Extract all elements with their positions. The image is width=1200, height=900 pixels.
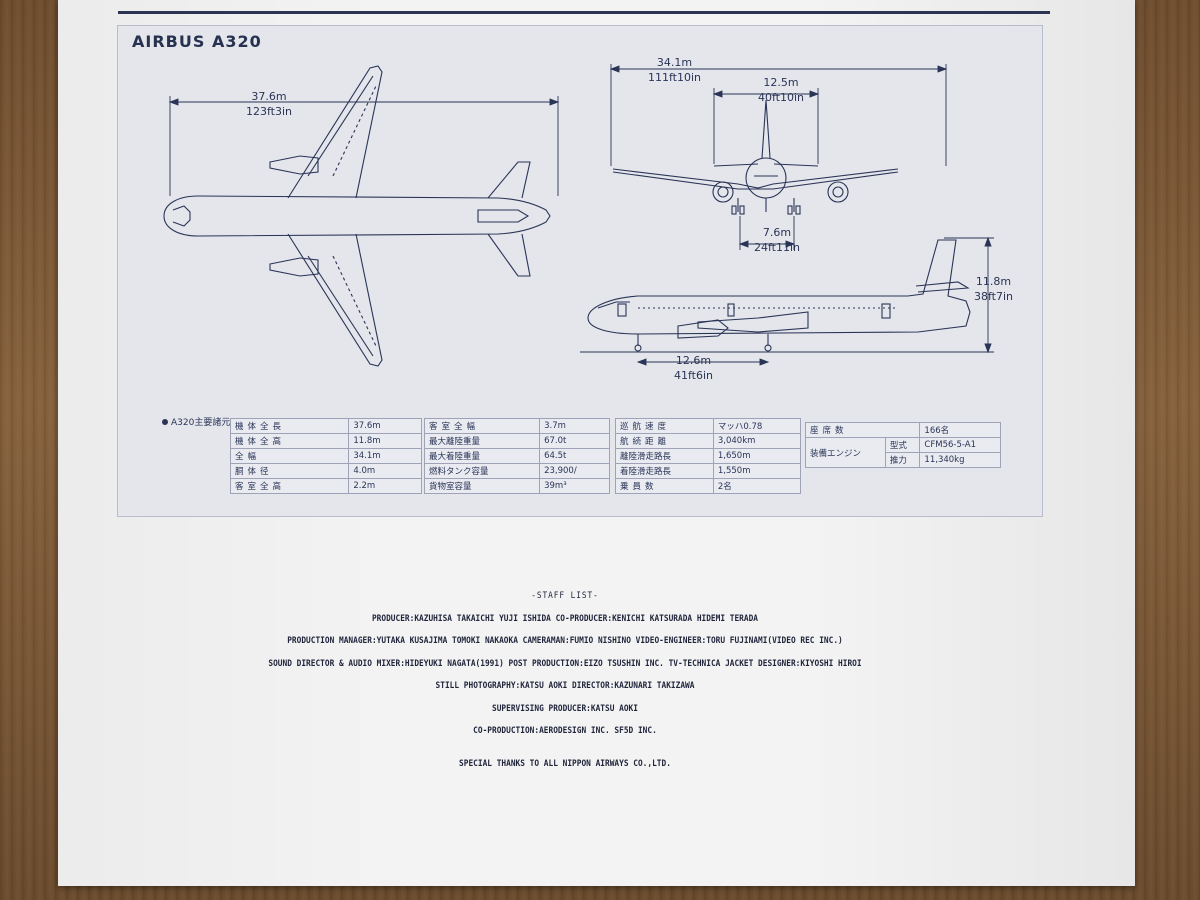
table-row: 座席数 166名 <box>804 422 1001 438</box>
table-row: 推力 11,340kg <box>806 452 1001 468</box>
wheelbase-label: 12.6m 41ft6in <box>674 354 714 382</box>
side-view <box>587 239 971 352</box>
height-label: 11.8m 38ft7in <box>974 275 1014 303</box>
plan-view <box>163 65 551 367</box>
staff-line: SOUND DIRECTOR & AUDIO MIXER:HIDEYUKI NA… <box>268 658 862 669</box>
track-label: 7.6m 24ft11in <box>754 226 801 254</box>
staff-list: -STAFF LIST- PRODUCER:KAZUHISA TAKAICHI … <box>183 585 947 775</box>
panel-title: AIRBUS A320 <box>132 32 262 51</box>
spec-heading: A320主要諸元 <box>162 415 230 428</box>
staff-line: PRODUCTION MANAGER:YUTAKA KUSAJIMA TOMOK… <box>287 636 843 646</box>
aircraft-panel: AIRBUS A320 <box>117 25 1043 517</box>
table-row: 巡航速度マッハ0.78 <box>615 418 802 434</box>
bullet-icon <box>162 419 168 425</box>
top-rule <box>118 11 1050 14</box>
staff-heading: -STAFF LIST- <box>531 591 599 601</box>
overall-length-label: 34.1m 111ft10in <box>648 56 702 84</box>
tailplane-span-label: 12.5m 40ft10in <box>758 76 805 104</box>
staff-line: PRODUCER:KAZUHISA TAKAICHI YUJI ISHIDA C… <box>371 613 759 624</box>
staff-line: CO-PRODUCTION:AERODESIGN INC. SF5D INC. <box>473 726 657 736</box>
spec-table-4: 座席数 166名 装備エンジン 型式 CFM56-5-A1 推力 11,340k… <box>804 422 1001 468</box>
staff-line: STILL PHOTOGRAPHY:KATSU AOKI DIRECTOR:KA… <box>435 681 695 691</box>
special-thanks: SPECIAL THANKS TO ALL NIPPON AIRWAYS CO.… <box>459 758 671 769</box>
front-view <box>612 99 899 215</box>
three-view-drawing <box>163 64 994 367</box>
span-label: 37.6m 123ft3in <box>246 90 293 118</box>
table-row: 装備エンジン 型式 CFM56-5-A1 <box>805 437 1001 468</box>
staff-line: SUPERVISING PRODUCER:KATSU AOKI <box>492 703 638 714</box>
